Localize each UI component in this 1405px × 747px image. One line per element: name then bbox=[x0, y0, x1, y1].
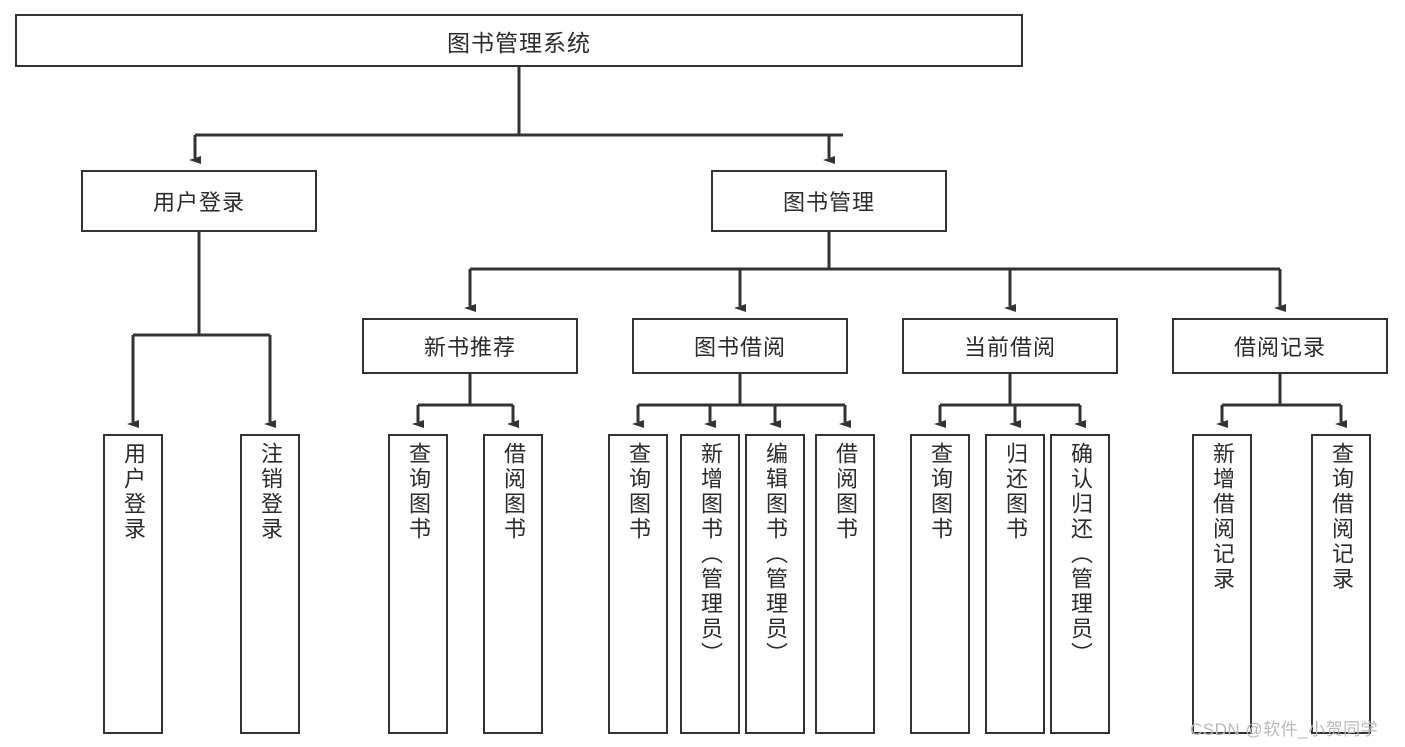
node-leaf-confirm-return[interactable]: 确认归还（管理员） bbox=[1050, 434, 1110, 734]
node-user-login[interactable]: 用户登录 bbox=[81, 170, 317, 232]
node-leaf-query-borrow-record[interactable]: 查询借阅记录 bbox=[1311, 434, 1371, 734]
node-book-management[interactable]: 图书管理 bbox=[711, 170, 947, 232]
node-root[interactable]: 图书管理系统 bbox=[15, 14, 1023, 67]
node-borrow-record[interactable]: 借阅记录 bbox=[1172, 318, 1388, 374]
node-leaf-add-borrow-record[interactable]: 新增借阅记录 bbox=[1192, 434, 1252, 734]
watermark: CSDN @软件_小贺同学 bbox=[1190, 720, 1379, 739]
node-leaf-return-book[interactable]: 归还图书 bbox=[985, 434, 1045, 734]
node-leaf-query-book-current[interactable]: 查询图书 bbox=[910, 434, 970, 734]
node-leaf-query-book-borrow[interactable]: 查询图书 bbox=[608, 434, 668, 734]
node-leaf-edit-book[interactable]: 编辑图书（管理员） bbox=[745, 434, 805, 734]
node-leaf-borrow-book-recommend[interactable]: 借阅图书 bbox=[483, 434, 543, 734]
node-new-book-recommend[interactable]: 新书推荐 bbox=[362, 318, 578, 374]
node-current-borrow[interactable]: 当前借阅 bbox=[902, 318, 1118, 374]
node-leaf-user-login[interactable]: 用户登录 bbox=[103, 434, 163, 734]
node-leaf-logout[interactable]: 注销登录 bbox=[240, 434, 300, 734]
node-leaf-borrow-book[interactable]: 借阅图书 bbox=[815, 434, 875, 734]
node-book-borrow[interactable]: 图书借阅 bbox=[632, 318, 848, 374]
node-leaf-query-book-recommend[interactable]: 查询图书 bbox=[388, 434, 448, 734]
node-leaf-add-book[interactable]: 新增图书（管理员） bbox=[680, 434, 740, 734]
